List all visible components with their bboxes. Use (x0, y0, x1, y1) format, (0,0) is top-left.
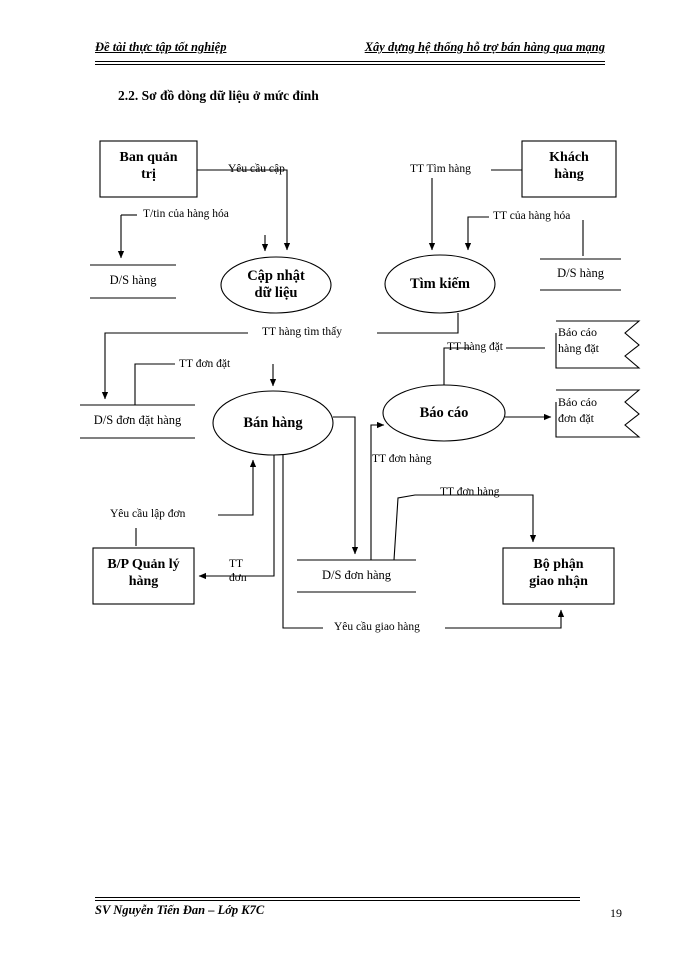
page-header: Đề tài thực tập tốt nghiệp Xây dựng hệ t… (95, 40, 605, 66)
node-ds-don-hang (297, 559, 416, 593)
node-ds-hang-right (540, 258, 621, 291)
flow-ban-hang-to-ds-don-hang (333, 416, 359, 555)
node-bao-cao-don-dat (555, 389, 641, 438)
diagram-canvas (80, 140, 641, 629)
flow-tt-hang-tim-thay-left (101, 332, 248, 400)
node-tim-kiem (384, 254, 496, 314)
flow-tt-don-hang-to-giao-nhan (393, 494, 537, 561)
flow-tt-hang-tim-thay-right (377, 313, 459, 334)
header-right-title: Xây dựng hệ thống hỗ trợ bán hàng qua mạ… (364, 40, 605, 54)
node-ban-quan-tri (99, 140, 198, 198)
header-left-title: Đề tài thực tập tốt nghiệp (95, 40, 227, 54)
data-flow-diagram: Ban quản trị Khách hàng Cập nhật dữ liệu… (0, 120, 700, 660)
page-number: 19 (610, 906, 622, 920)
flow-tt-don-hang-to-bao-cao (370, 421, 385, 560)
section-heading: 2.2. Sơ đồ dòng dữ liệu ở mức đỉnh (118, 88, 319, 103)
node-bao-cao (382, 384, 506, 442)
node-ban-hang (212, 390, 334, 456)
flow-yeu-cau-lap-don (218, 459, 257, 516)
flow-tt-don-down (198, 455, 275, 580)
flow-yeu-cau-giao-hang-left (282, 455, 323, 629)
flow-yeu-cau-giao-hang-right (445, 609, 565, 629)
flow-tt-cua-hang-hoa-in (464, 216, 489, 251)
node-ds-hang-left (90, 264, 176, 299)
node-cap-nhat-du-lieu (220, 256, 332, 314)
flow-tt-don-dat-store (134, 363, 175, 405)
node-ds-don-dat-hang (80, 404, 195, 439)
header-rule (95, 61, 605, 65)
flow-tt-hang-dat (443, 347, 471, 385)
node-bao-cao-hang-dat (555, 320, 641, 369)
flow-yeu-cau-cap (197, 169, 291, 251)
footer-rule (95, 897, 580, 901)
footer-author: SV Nguyễn Tiến Đan – Lớp K7C (95, 903, 265, 917)
node-khach-hang (521, 140, 617, 198)
node-bp-quan-ly-hang (92, 547, 195, 605)
node-bo-phan-giao-nhan (502, 547, 615, 605)
